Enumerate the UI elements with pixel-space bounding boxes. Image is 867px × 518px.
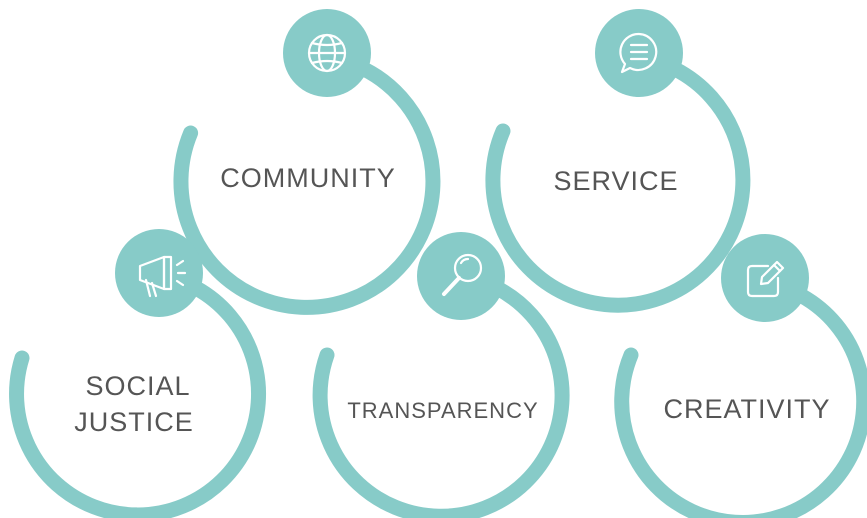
social-justice-arc: [9, 280, 267, 518]
service-label: SERVICE: [553, 166, 678, 196]
social-justice-label-line2: JUSTICE: [74, 407, 194, 437]
community-label: COMMUNITY: [220, 163, 395, 193]
transparency-arc: [312, 280, 570, 518]
social-justice-label-line1: SOCIAL: [85, 371, 190, 401]
community-arc: [173, 61, 441, 315]
transparency-badge: [417, 232, 505, 320]
service-arc: [485, 61, 751, 313]
chat-bubble-icon: [619, 32, 658, 74]
transparency-label: TRANSPARENCY: [347, 398, 538, 423]
creativity-badge: [721, 234, 809, 322]
megaphone-icon: [138, 255, 187, 298]
magnifier-icon: [442, 253, 483, 296]
creativity-arc: [614, 288, 867, 518]
globe-icon: [307, 33, 347, 73]
creativity-label: CREATIVITY: [663, 394, 830, 424]
edit-icon: [746, 260, 785, 298]
social-justice-badge: [115, 229, 203, 317]
